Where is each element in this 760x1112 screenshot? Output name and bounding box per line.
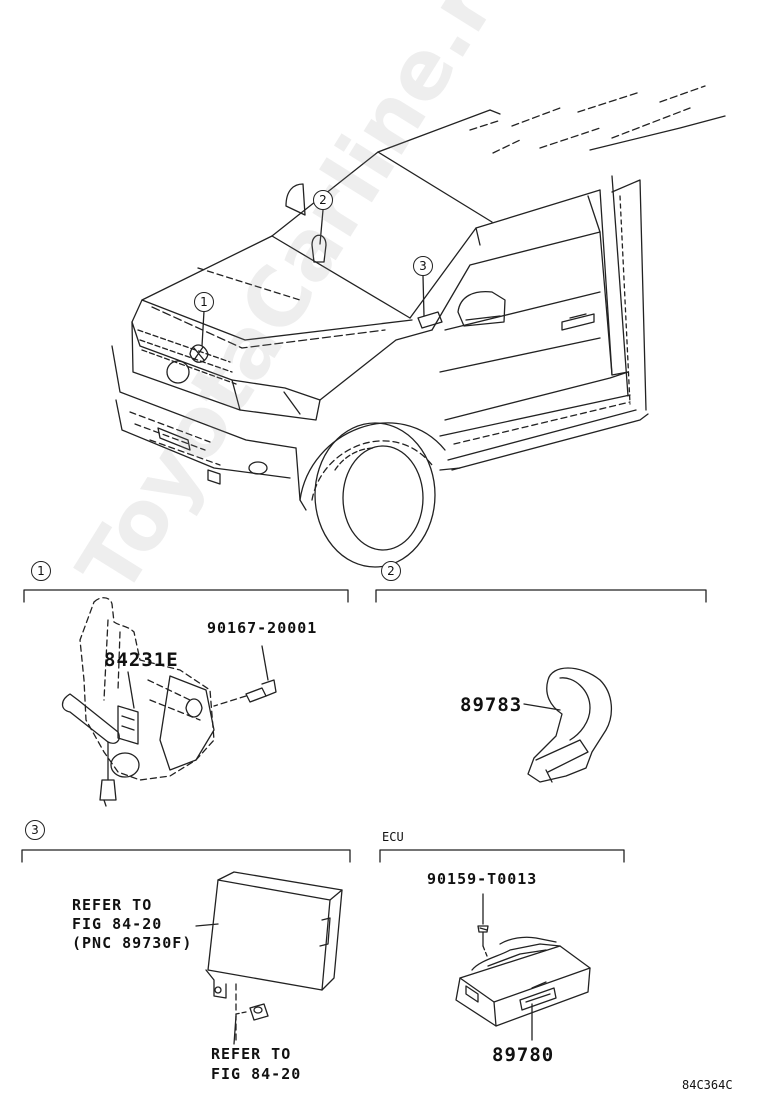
diagram-code: 84C364C <box>682 1078 733 1092</box>
callout-leaders <box>201 209 425 347</box>
section-1-number: 1 <box>31 561 51 581</box>
section-2-artwork <box>523 667 612 783</box>
part-number-89780[interactable]: 89780 <box>492 1044 555 1066</box>
part-number-90167-20001[interactable]: 90167-20001 <box>207 619 318 637</box>
vehicle-illustration <box>111 85 726 568</box>
section-3-artwork <box>195 871 343 1045</box>
part-number-90159-t0013[interactable]: 90159-T0013 <box>427 870 538 888</box>
refer-to-note-2-line-1: REFER TO <box>211 1045 292 1063</box>
section-2-number: 2 <box>381 561 401 581</box>
section-1-artwork <box>61 597 277 807</box>
part-number-89783[interactable]: 89783 <box>460 694 523 716</box>
ecu-section-title: ECU <box>382 830 404 844</box>
ecu-artwork <box>455 893 591 1041</box>
refer-to-note-1-line-3: (PNC 89730F) <box>72 934 193 952</box>
refer-to-note-2-line-2[interactable]: FIG 84-20 <box>211 1065 302 1083</box>
refer-to-note-1-line-2[interactable]: FIG 84-20 <box>72 915 163 933</box>
section-3-number: 3 <box>25 820 45 840</box>
callout-1[interactable]: 1 <box>194 292 214 312</box>
callout-3[interactable]: 3 <box>413 256 433 276</box>
section-brackets <box>21 589 707 863</box>
part-number-84231e[interactable]: 84231E <box>104 649 179 671</box>
callout-2[interactable]: 2 <box>313 190 333 210</box>
refer-to-note-1-line-1: REFER TO <box>72 896 153 914</box>
